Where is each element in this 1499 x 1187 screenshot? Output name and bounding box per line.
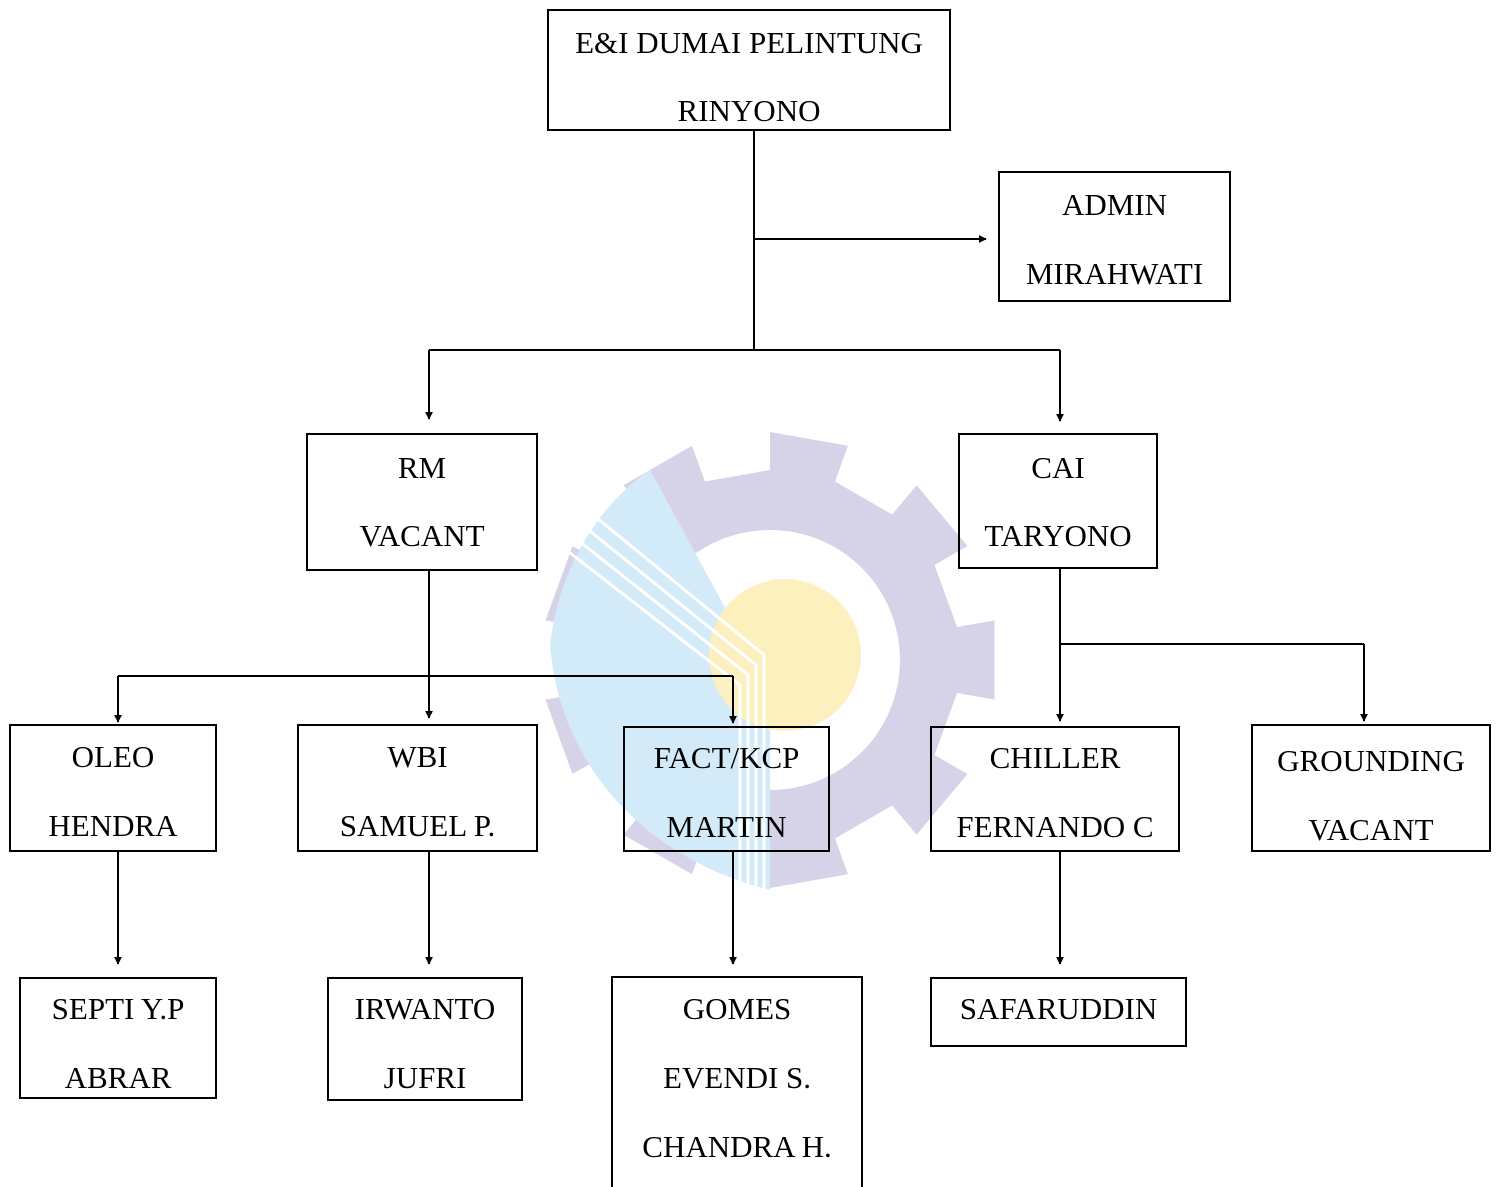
node-oleo-name: HENDRA (48, 808, 178, 843)
node-admin-name: MIRAHWATI (1025, 256, 1204, 291)
node-cai: CAI TARYONO (958, 433, 1158, 569)
node-rm: RM VACANT (306, 433, 538, 571)
watermark-blue-wedge (550, 470, 770, 890)
node-chiller-staff: SAFARUDDIN (930, 977, 1187, 1047)
node-chiller: CHILLER FERNANDO C (930, 726, 1180, 852)
node-wbi-staff: IRWANTO JUFRI (327, 977, 523, 1101)
node-cai-title: CAI (1031, 450, 1085, 485)
node-fact-staff-line-1: GOMES (682, 991, 792, 1026)
node-rm-title: RM (397, 450, 447, 485)
node-wbi-staff-line-1: IRWANTO (354, 991, 496, 1026)
node-admin: ADMIN MIRAHWATI (998, 171, 1231, 302)
node-oleo-staff-line-1: SEPTI Y.P (51, 991, 185, 1026)
node-wbi-name: SAMUEL P. (339, 808, 496, 843)
node-rm-name: VACANT (359, 518, 485, 553)
node-oleo-title: OLEO (71, 739, 155, 774)
node-fact-name: MARTIN (666, 809, 787, 844)
node-wbi: WBI SAMUEL P. (297, 724, 538, 852)
node-oleo-staff: SEPTI Y.P ABRAR (19, 977, 217, 1099)
node-grounding-name: VACANT (1308, 812, 1434, 847)
node-fact-staff-line-2: EVENDI S. (662, 1060, 812, 1095)
node-chiller-name: FERNANDO C (956, 809, 1154, 844)
node-oleo: OLEO HENDRA (9, 724, 217, 852)
node-fact-title: FACT/KCP (653, 740, 800, 775)
node-head: E&I DUMAI PELINTUNG RINYONO (547, 9, 951, 131)
node-oleo-staff-line-2: ABRAR (64, 1060, 172, 1095)
node-admin-title: ADMIN (1061, 187, 1168, 222)
node-chiller-staff-line-1: SAFARUDDIN (959, 991, 1158, 1026)
node-head-name: RINYONO (677, 93, 821, 128)
watermark-stripes (559, 498, 766, 890)
node-grounding: GROUNDING VACANT (1251, 724, 1491, 852)
node-cai-name: TARYONO (984, 518, 1132, 553)
node-fact-staff-line-3: CHANDRA H. (642, 1129, 832, 1164)
node-wbi-title: WBI (387, 739, 448, 774)
node-grounding-title: GROUNDING (1277, 743, 1465, 778)
node-wbi-staff-line-2: JUFRI (383, 1060, 467, 1095)
node-fact: FACT/KCP MARTIN (623, 726, 830, 852)
node-chiller-title: CHILLER (989, 740, 1121, 775)
node-fact-staff: GOMES EVENDI S. CHANDRA H. (611, 976, 863, 1187)
node-head-title: E&I DUMAI PELINTUNG (575, 25, 923, 60)
